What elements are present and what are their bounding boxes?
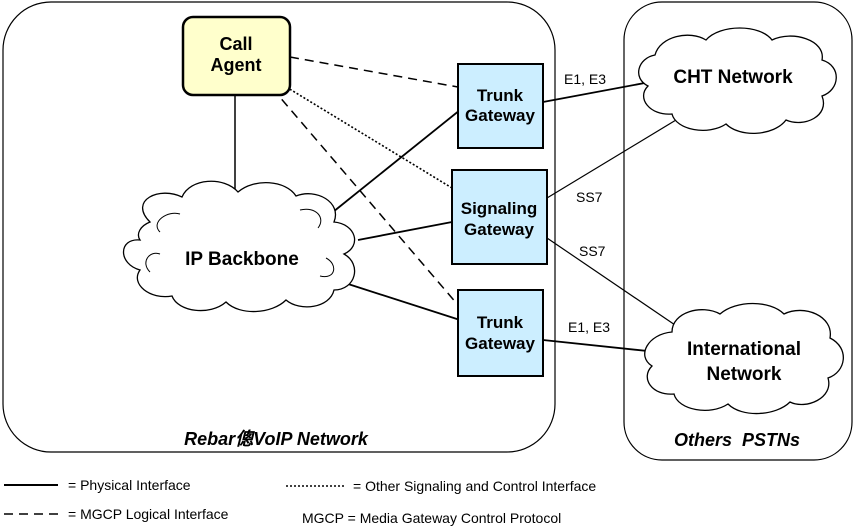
- legend-mgcp-label: = MGCP Logical Interface: [68, 506, 229, 522]
- physical-links: [234, 81, 679, 353]
- cht-network-label: CHT Network: [673, 67, 793, 88]
- international-network-label-line2: Network: [707, 364, 782, 385]
- legend: = Physical Interface = MGCP Logical Inte…: [4, 477, 596, 526]
- voip-network-label: Rebar傯VoIP Network: [184, 429, 369, 449]
- legend-mgcp-definition: MGCP = Media Gateway Control Protocol: [302, 510, 561, 526]
- trunk-gateway-bottom-line2: Gateway: [465, 334, 535, 353]
- signaling-gateway-line2: Gateway: [464, 220, 534, 239]
- ip-backbone-label: IP Backbone: [185, 249, 299, 270]
- label-bottom-e1-e3: E1, E3: [568, 319, 610, 335]
- link-backbone-signaling: [357, 221, 453, 241]
- trunk-gateway-top-line1: Trunk: [477, 86, 524, 105]
- ip-backbone-cloud: IP Backbone: [123, 180, 356, 313]
- trunk-gateway-top-node: Trunk Gateway: [457, 63, 544, 149]
- label-ss7-lower: SS7: [579, 243, 606, 259]
- link-mgcp-trunk-top: [289, 56, 459, 88]
- legend-physical-label: = Physical Interface: [68, 477, 191, 493]
- trunk-gateway-bottom-line1: Trunk: [477, 313, 524, 332]
- pstns-label: Others PSTNs: [674, 430, 800, 450]
- link-signaling-cht: [546, 119, 677, 199]
- link-mgcp-trunk-bottom: [271, 87, 459, 306]
- mgcp-links: [271, 56, 459, 306]
- link-signaling-international: [546, 237, 679, 328]
- international-network-cloud: International Network: [644, 302, 844, 415]
- signaling-gateway-node: Signaling Gateway: [451, 169, 548, 265]
- label-ss7-upper: SS7: [576, 189, 603, 205]
- voip-network-region: [2, 1, 556, 453]
- pstn-region: [623, 1, 853, 461]
- link-backbone-trunk-bottom: [344, 282, 461, 321]
- link-backbone-trunk-top: [327, 109, 461, 217]
- link-signaling-control: [282, 84, 453, 189]
- international-network-label-line1: International: [687, 339, 801, 360]
- label-top-e1-e3: E1, E3: [564, 71, 606, 87]
- link-trunk-top-cht: [542, 81, 651, 103]
- link-trunk-bottom-international: [542, 339, 658, 353]
- signaling-gateway-line1: Signaling: [461, 199, 538, 218]
- legend-other-signaling-label: = Other Signaling and Control Interface: [353, 478, 596, 494]
- cht-network-cloud: CHT Network: [638, 27, 837, 135]
- call-agent-node: Call Agent: [181, 15, 292, 97]
- call-agent-label-line1: Call: [219, 34, 252, 54]
- call-agent-label-line2: Agent: [211, 55, 262, 75]
- trunk-gateway-bottom-node: Trunk Gateway: [457, 289, 544, 377]
- trunk-gateway-top-line2: Gateway: [465, 106, 535, 125]
